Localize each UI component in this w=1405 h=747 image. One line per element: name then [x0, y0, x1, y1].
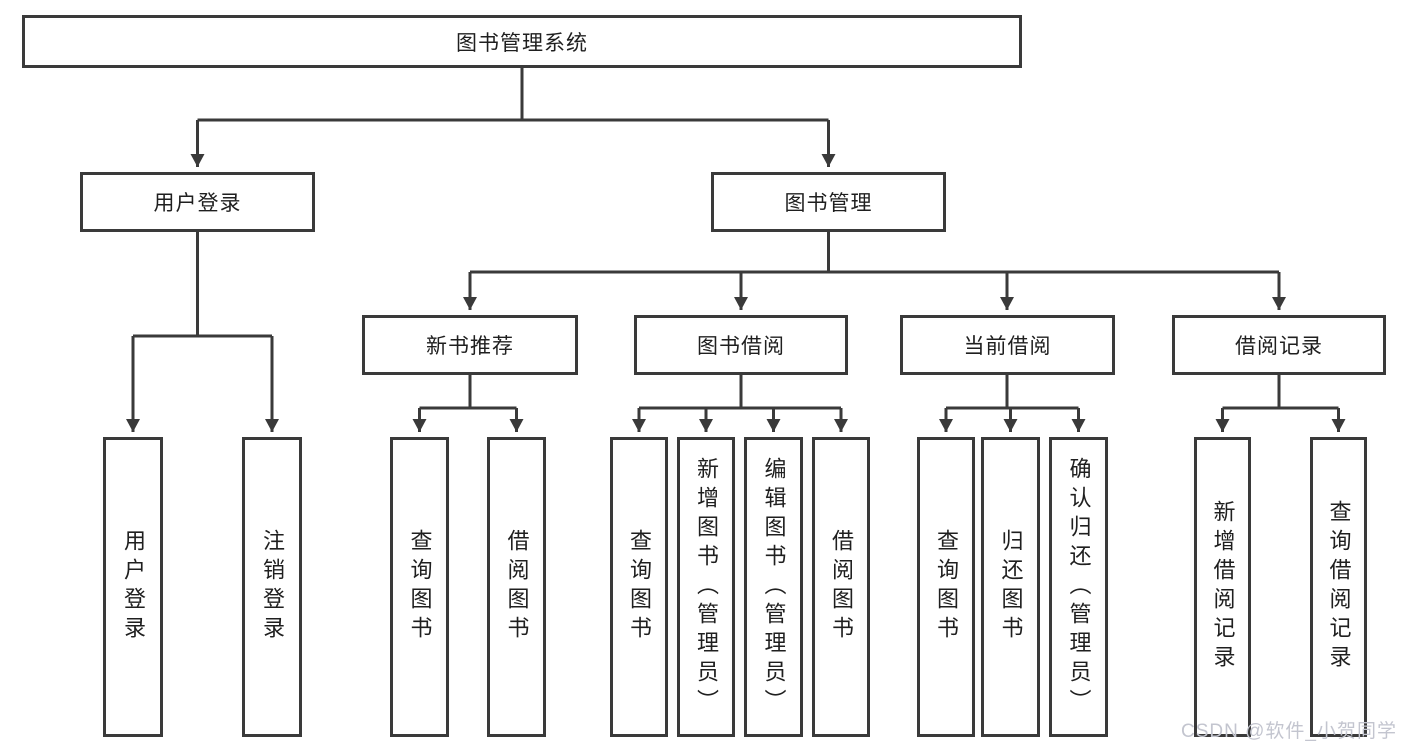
- node-label: 图书借阅: [697, 335, 785, 358]
- node-leaf-borrow-book-2: 借阅图书: [812, 437, 870, 737]
- node-label: 当前借阅: [963, 335, 1052, 358]
- node-label: 查询图书: [627, 529, 652, 645]
- csdn-watermark: CSDN @软件_小贺同学: [1181, 721, 1397, 742]
- node-leaf-borrow-book-1: 借阅图书: [487, 437, 546, 737]
- node-leaf-query-book-1: 查询图书: [390, 437, 449, 737]
- node-label: 注销登录: [260, 529, 285, 645]
- node-label: 借阅图书: [504, 529, 530, 645]
- node-label: 图书管理系统: [456, 31, 588, 55]
- node-book-management: 图书管理: [711, 172, 946, 232]
- node-label: 图书管理: [784, 192, 873, 215]
- node-user-login: 用户登录: [80, 172, 315, 232]
- node-leaf-query-book-3: 查询图书: [917, 437, 975, 737]
- node-leaf-user-login: 用户登录: [103, 437, 163, 737]
- node-label: 新书推荐: [426, 335, 514, 358]
- node-leaf-query-book-2: 查询图书: [610, 437, 668, 737]
- node-label: 编辑图书（管理员）: [761, 456, 787, 718]
- node-label: 查询图书: [934, 529, 959, 645]
- node-label: 新增图书（管理员）: [694, 456, 719, 718]
- node-label: 用户登录: [153, 192, 242, 215]
- node-label: 用户登录: [121, 529, 146, 645]
- node-leaf-add-book-admin: 新增图书（管理员）: [677, 437, 735, 737]
- node-leaf-return-book: 归还图书: [981, 437, 1040, 737]
- node-leaf-add-borrow-record: 新增借阅记录: [1194, 437, 1251, 737]
- node-leaf-edit-book-admin: 编辑图书（管理员）: [744, 437, 803, 737]
- node-label: 查询图书: [407, 529, 433, 645]
- node-label: 新增借阅记录: [1210, 500, 1236, 674]
- node-leaf-logout: 注销登录: [242, 437, 302, 737]
- node-label: 确认归还（管理员）: [1066, 456, 1092, 718]
- node-label: 借阅记录: [1235, 335, 1323, 358]
- node-leaf-confirm-return-admin: 确认归还（管理员）: [1049, 437, 1108, 737]
- node-root-system: 图书管理系统: [22, 15, 1022, 68]
- node-leaf-query-borrow-record: 查询借阅记录: [1310, 437, 1367, 737]
- node-label: 归还图书: [998, 529, 1024, 645]
- node-book-borrow: 图书借阅: [634, 315, 848, 375]
- node-new-book-recommend: 新书推荐: [362, 315, 578, 375]
- node-label: 查询借阅记录: [1326, 500, 1352, 674]
- node-borrow-record: 借阅记录: [1172, 315, 1386, 375]
- node-current-borrow: 当前借阅: [900, 315, 1115, 375]
- node-label: 借阅图书: [829, 529, 854, 645]
